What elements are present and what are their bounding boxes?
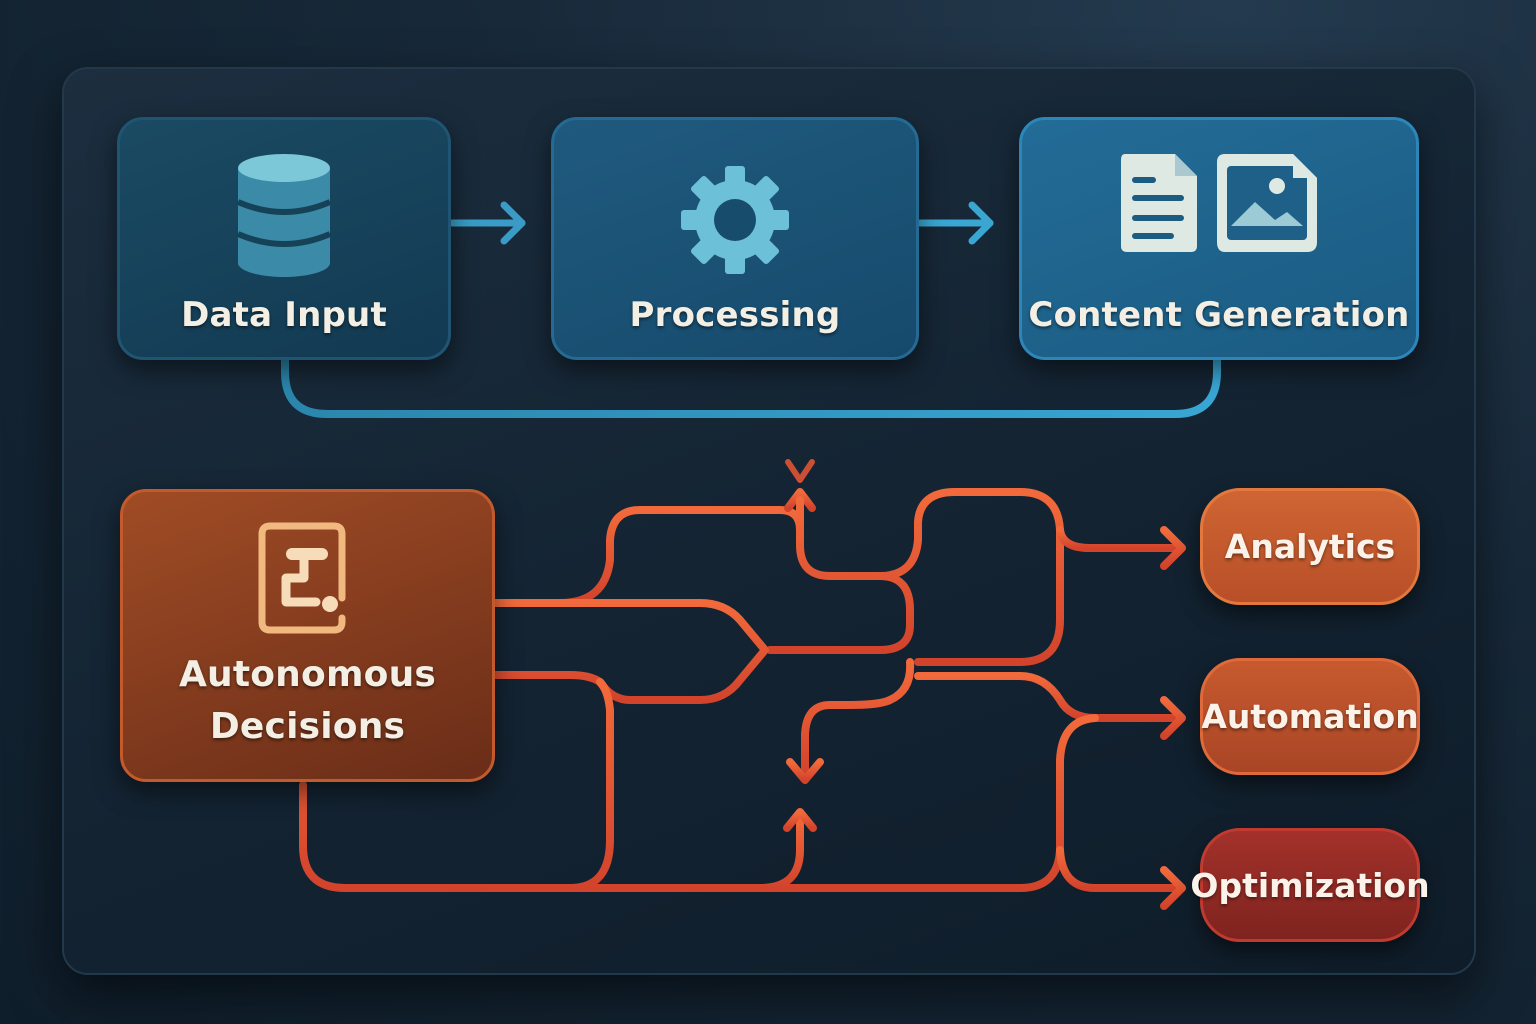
label-line-2: Decisions [209, 706, 406, 747]
arrow-processing-to-content [916, 201, 994, 245]
collector-arrowhead [785, 459, 815, 483]
node-label: Content Generation [1028, 295, 1410, 335]
output-label: Optimization [1190, 865, 1430, 905]
node-data-input[interactable]: Data Input [117, 117, 451, 360]
output-label: Analytics [1224, 527, 1396, 566]
collector-line [281, 360, 1221, 418]
output-optimization[interactable]: Optimization [1190, 828, 1430, 942]
node-processing[interactable]: Processing [551, 117, 919, 360]
decision-network [299, 488, 1186, 910]
node-content-generation[interactable]: Content Generation [1019, 117, 1419, 360]
node-label: Processing [629, 295, 841, 335]
content-icons [1119, 152, 1319, 254]
arrow-data-to-processing [448, 201, 526, 245]
node-label: Autonomous Decisions [179, 649, 436, 779]
output-analytics[interactable]: Analytics [1200, 488, 1420, 605]
gear-icon [679, 164, 791, 280]
database-icon [234, 150, 334, 282]
node-autonomous-decisions[interactable]: Autonomous Decisions [120, 489, 495, 782]
image-icon [1217, 154, 1317, 252]
output-automation[interactable]: Automation [1200, 658, 1420, 775]
label-line-1: Autonomous [178, 654, 437, 695]
flowchart-icon [258, 522, 358, 638]
output-label: Automation [1201, 697, 1419, 736]
node-label: Data Input [181, 295, 387, 335]
document-icon [1121, 154, 1197, 252]
